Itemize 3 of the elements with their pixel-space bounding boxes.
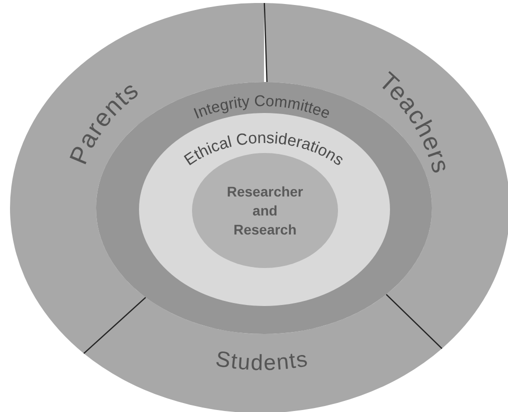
- segment-label: Integrity Committee: [192, 92, 332, 123]
- center-label: Researcher and Research: [226, 182, 304, 239]
- segment-label: Students: [214, 346, 310, 376]
